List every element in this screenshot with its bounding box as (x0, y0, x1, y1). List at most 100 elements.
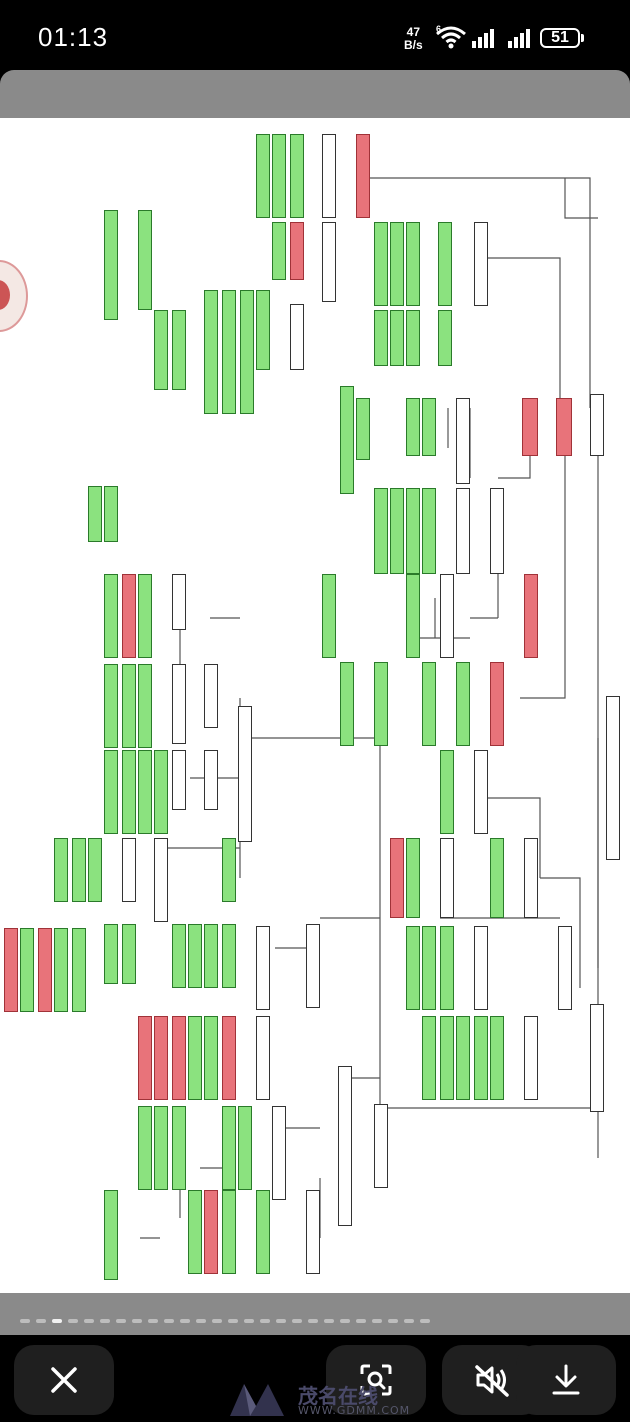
tree-node (104, 924, 118, 984)
tree-node (138, 1016, 152, 1100)
tree-node (374, 310, 388, 366)
page-dot[interactable] (20, 1319, 30, 1323)
page-dot[interactable] (116, 1319, 126, 1323)
tree-node (188, 1016, 202, 1100)
tree-node (440, 838, 454, 918)
battery-icon: 51 (540, 28, 580, 48)
page-dot[interactable] (68, 1319, 78, 1323)
tree-node (272, 1106, 286, 1200)
tree-node (390, 838, 404, 918)
tree-node (222, 1190, 236, 1274)
page-dot[interactable] (36, 1319, 46, 1323)
tree-node (590, 394, 604, 456)
tree-node (422, 398, 436, 456)
tree-node (406, 574, 420, 658)
tree-node (20, 928, 34, 1012)
scan-search-icon (360, 1364, 392, 1396)
tree-node (204, 924, 218, 988)
tree-node (222, 1016, 236, 1100)
page-dot[interactable] (52, 1319, 62, 1323)
page-dot[interactable] (388, 1319, 398, 1323)
tree-node (38, 928, 52, 1012)
tree-node (138, 750, 152, 834)
tree-node (172, 574, 186, 630)
page-dot[interactable] (212, 1319, 222, 1323)
page-dot[interactable] (356, 1319, 366, 1323)
tree-node (256, 1016, 270, 1100)
page-dot[interactable] (132, 1319, 142, 1323)
tree-node (88, 838, 102, 902)
page-dot[interactable] (100, 1319, 110, 1323)
tree-node (524, 1016, 538, 1100)
tree-node (138, 664, 152, 748)
tree-node (154, 310, 168, 390)
watermark-text: 茂名在线 (298, 1384, 378, 1408)
page-dot[interactable] (324, 1319, 334, 1323)
tree-node (172, 1016, 186, 1100)
tree-node (122, 750, 136, 834)
tree-node (406, 222, 420, 306)
tree-node (204, 290, 218, 414)
page-dot[interactable] (84, 1319, 94, 1323)
tree-node (390, 488, 404, 574)
svg-text:6: 6 (436, 24, 441, 34)
signal-icon (472, 28, 500, 52)
image-search-button[interactable] (326, 1345, 426, 1415)
image-view[interactable] (0, 118, 630, 1293)
tree-node (104, 486, 118, 542)
page-dot[interactable] (164, 1319, 174, 1323)
tree-node (440, 750, 454, 834)
page-dot[interactable] (260, 1319, 270, 1323)
page-dot[interactable] (228, 1319, 238, 1323)
tree-node (104, 1190, 118, 1280)
page-dot[interactable] (276, 1319, 286, 1323)
tree-node (406, 838, 420, 918)
tree-node (238, 706, 252, 842)
download-button[interactable] (516, 1345, 616, 1415)
page-dot[interactable] (308, 1319, 318, 1323)
page-dot[interactable] (196, 1319, 206, 1323)
tree-node (524, 574, 538, 658)
page-dot[interactable] (372, 1319, 382, 1323)
tree-node (172, 310, 186, 390)
tree-node (374, 1104, 388, 1188)
tree-node (406, 488, 420, 574)
muted-speaker-icon (475, 1365, 509, 1397)
page-dot[interactable] (404, 1319, 414, 1323)
page-dot[interactable] (420, 1319, 430, 1323)
close-icon (51, 1367, 77, 1393)
tree-node (422, 488, 436, 574)
page-dot[interactable] (180, 1319, 190, 1323)
tree-node (390, 222, 404, 306)
page-indicator (0, 1293, 630, 1335)
watermark-url: WWW.GDMM.COM (298, 1404, 411, 1417)
tree-node (138, 574, 152, 658)
tree-node (590, 1004, 604, 1112)
tree-node (204, 1190, 218, 1274)
tree-node (104, 210, 118, 320)
tree-connector-lines (140, 177, 599, 1239)
tree-node (474, 750, 488, 834)
tree-node (154, 1016, 168, 1100)
page-dot[interactable] (148, 1319, 158, 1323)
signal-icon (508, 28, 536, 52)
tree-node (456, 488, 470, 574)
tree-node (256, 1190, 270, 1274)
tree-node (456, 398, 470, 484)
tree-node (290, 134, 304, 218)
tree-node (456, 1016, 470, 1100)
tree-node (138, 210, 152, 310)
page-dot[interactable] (340, 1319, 350, 1323)
tree-node (204, 750, 218, 810)
download-icon (552, 1364, 580, 1395)
tree-node (238, 1106, 252, 1190)
tree-node (172, 924, 186, 988)
tree-node (256, 290, 270, 370)
close-button[interactable] (14, 1345, 114, 1415)
tree-node (338, 1066, 352, 1226)
page-dot[interactable] (244, 1319, 254, 1323)
page-dot[interactable] (292, 1319, 302, 1323)
tree-node (188, 1190, 202, 1274)
tree-node (374, 662, 388, 746)
tree-node (474, 926, 488, 1010)
